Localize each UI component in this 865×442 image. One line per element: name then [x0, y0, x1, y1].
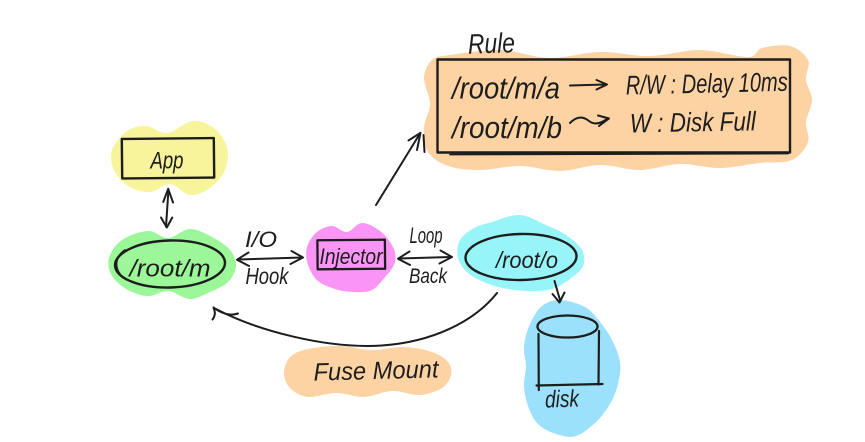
svg-text:Hook: Hook: [246, 263, 290, 289]
svg-text:Rule: Rule: [467, 27, 515, 60]
svg-text:Fuse Mount: Fuse Mount: [313, 355, 440, 386]
svg-text:App: App: [149, 148, 184, 175]
svg-text:/root/m/a: /root/m/a: [450, 72, 560, 107]
svg-text:Back: Back: [409, 265, 448, 288]
svg-text:Loop: Loop: [410, 223, 443, 248]
svg-text:W : Disk Full: W : Disk Full: [630, 107, 758, 139]
svg-text:I/O: I/O: [245, 227, 277, 252]
svg-text:/root/m: /root/m: [127, 256, 210, 283]
svg-text:/root/m/b: /root/m/b: [450, 111, 562, 146]
svg-text:Injector: Injector: [320, 244, 384, 269]
svg-text:disk: disk: [545, 385, 582, 413]
svg-text:/root/o: /root/o: [494, 247, 558, 273]
svg-text:R/W : Delay 10ms: R/W : Delay 10ms: [625, 68, 788, 101]
